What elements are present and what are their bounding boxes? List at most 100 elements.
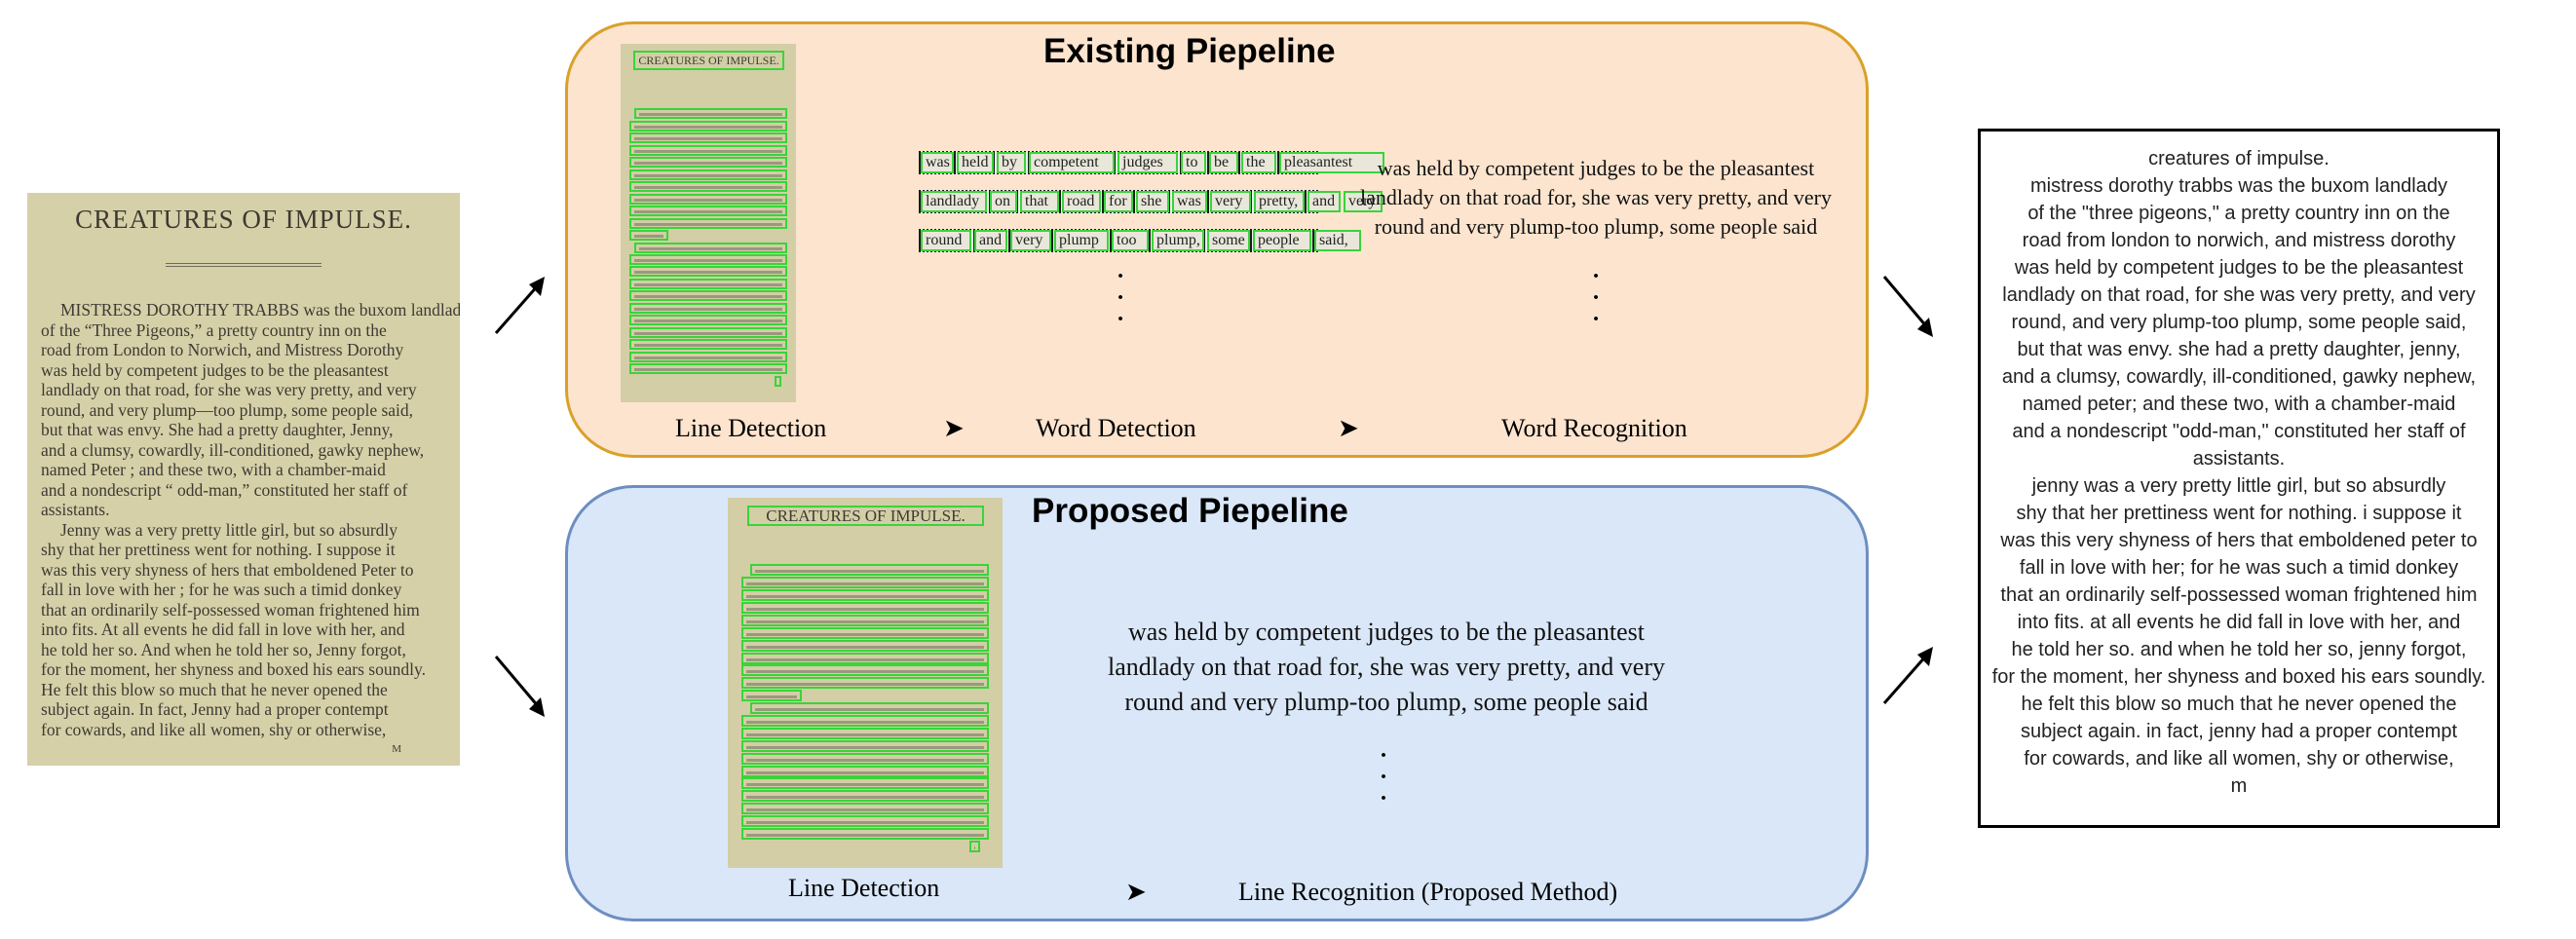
step-word-recognition-label: Word Recognition bbox=[1501, 414, 1687, 442]
detected-line-box bbox=[629, 181, 787, 192]
detected-line-box bbox=[629, 352, 787, 362]
word-box: too bbox=[1112, 230, 1149, 251]
detected-line-box bbox=[629, 339, 787, 350]
detected-line-box bbox=[741, 777, 989, 789]
output-text-line: that an ordinarily self-possessed woman … bbox=[2000, 584, 2478, 606]
detected-line-box bbox=[634, 243, 787, 253]
output-text-line: and a clumsy, cowardly, ill-conditioned,… bbox=[2001, 366, 2477, 388]
detected-line-box bbox=[629, 254, 787, 265]
word-box: be bbox=[1209, 152, 1238, 173]
line-recognition-line: was held by competent judges to be the p… bbox=[1128, 618, 1645, 646]
existing-pipeline-panel: Existing Piepeline CREATURES OF IMPULSE.… bbox=[565, 21, 1869, 458]
existing-line-detection-image: CREATURES OF IMPULSE. bbox=[621, 44, 796, 402]
step-line-detection-label: Line Detection bbox=[788, 874, 940, 902]
arrow-from-existing-icon bbox=[1882, 276, 1933, 337]
detected-line-box bbox=[741, 690, 802, 701]
word-box: held bbox=[957, 152, 994, 173]
detected-line-box bbox=[634, 108, 787, 119]
word-box: very bbox=[1210, 191, 1251, 212]
source-text-line: that an ordinarily self-possessed woman … bbox=[41, 599, 420, 620]
source-text-line: Jenny was a very pretty little girl, but… bbox=[60, 519, 398, 540]
step-line-detection-label: Line Detection bbox=[675, 414, 827, 442]
word-box: for bbox=[1104, 191, 1133, 212]
output-text-line: and a nondescript "odd-man," constituted… bbox=[2012, 421, 2466, 442]
line-recognition-line: round and very plump-too plump, some peo… bbox=[1124, 688, 1648, 716]
source-text-line: for the moment, her shyness and boxed hi… bbox=[41, 659, 426, 679]
proposed-pipeline-title: Proposed Piepeline bbox=[1032, 492, 1348, 530]
output-text-line: round, and very plump-too plump, some pe… bbox=[2011, 312, 2467, 333]
detected-line-box bbox=[629, 327, 787, 338]
detected-line-box bbox=[775, 376, 781, 387]
source-text-line: shy that her prettiness went for nothing… bbox=[41, 540, 396, 559]
detected-line-box bbox=[629, 218, 787, 229]
output-text-line: landlady on that road, for she was very … bbox=[2002, 284, 2476, 306]
source-page-image: CREATURES OF IMPULSE. MISTRESS DOROTHY T… bbox=[27, 193, 460, 766]
output-text-line: into fits. at all events he did fall in … bbox=[2017, 612, 2461, 633]
detected-line-box bbox=[629, 315, 787, 325]
detected-line-box bbox=[629, 279, 787, 289]
source-text-line: M bbox=[392, 743, 401, 755]
output-text-line: for the moment, her shyness and boxed hi… bbox=[1991, 666, 2486, 688]
word-recognition-line: was held by competent judges to be the p… bbox=[1377, 156, 1815, 180]
step-line-recognition-label: Line Recognition (Proposed Method) bbox=[1238, 878, 1618, 906]
source-page-body: MISTRESS DOROTHY TRABBS was the buxom la… bbox=[41, 300, 460, 760]
detected-line-box bbox=[629, 290, 787, 301]
detected-line-box bbox=[741, 715, 989, 727]
detected-line-box bbox=[629, 145, 787, 156]
output-text-line: fall in love with her; for he was such a… bbox=[2019, 557, 2459, 579]
detected-line-box bbox=[741, 664, 989, 676]
source-text-line: landlady on that road, for she was very … bbox=[41, 380, 417, 399]
word-box: people bbox=[1253, 230, 1311, 251]
word-box: the bbox=[1241, 152, 1276, 173]
source-text-line: named Peter ; and these two, with a cham… bbox=[41, 460, 386, 479]
word-box: very bbox=[1344, 191, 1383, 212]
detected-line-box bbox=[741, 677, 989, 689]
source-text-line: for cowards, and like all women, shy or … bbox=[41, 719, 387, 739]
detected-line-box bbox=[629, 303, 787, 314]
step-arrow-icon: ➤ bbox=[943, 414, 965, 442]
word-recognition-line: landlady on that road for, she was very … bbox=[1360, 185, 1832, 209]
output-text-box: creatures of impulse.mistress dorothy tr… bbox=[1978, 129, 2500, 828]
detected-line-box bbox=[969, 841, 980, 852]
word-box: that bbox=[1020, 191, 1059, 212]
output-text-line: named peter; and these two, with a chamb… bbox=[2022, 394, 2456, 415]
word-box: judges bbox=[1118, 152, 1178, 173]
proposed-line-detection-image: CREATURES OF IMPULSE. bbox=[728, 498, 1003, 868]
detected-line-box bbox=[629, 206, 787, 216]
detected-line-box bbox=[750, 564, 989, 576]
detected-line-box bbox=[741, 640, 989, 652]
output-text-line: he told her so. and when he told her so,… bbox=[2011, 639, 2467, 660]
output-text-line: but that was envy. she had a pretty daug… bbox=[2017, 339, 2461, 360]
step-word-detection-label: Word Detection bbox=[1036, 414, 1196, 442]
source-text-line: fall in love with her ; for he was such … bbox=[41, 580, 402, 599]
step-arrow-icon: ➤ bbox=[1338, 414, 1359, 442]
detected-title-box: CREATURES OF IMPULSE. bbox=[747, 506, 984, 526]
detected-line-box bbox=[750, 702, 989, 714]
detected-line-box bbox=[629, 132, 787, 143]
step-arrow-icon: ➤ bbox=[1125, 878, 1147, 906]
word-box: by bbox=[997, 152, 1026, 173]
word-box: to bbox=[1181, 152, 1206, 173]
word-box: landlady bbox=[921, 191, 987, 212]
output-text-line: was held by competent judges to be the p… bbox=[2014, 257, 2464, 279]
source-text-line: was held by competent judges to be the p… bbox=[41, 359, 389, 380]
word-box: she bbox=[1136, 191, 1169, 212]
source-page-title: CREATURES OF IMPULSE. bbox=[75, 205, 412, 234]
output-text-line: was this very shyness of hers that embol… bbox=[2000, 530, 2478, 551]
word-box: some bbox=[1207, 230, 1250, 251]
output-text-line: road from london to norwich, and mistres… bbox=[2022, 230, 2456, 251]
word-box: on bbox=[990, 191, 1017, 212]
source-text-line: was this very shyness of hers that embol… bbox=[41, 559, 414, 580]
detected-line-box bbox=[741, 828, 989, 840]
source-text-line: MISTRESS DOROTHY TRABBS was the buxom la… bbox=[60, 300, 460, 319]
word-box: was bbox=[921, 152, 954, 173]
word-box: pretty, bbox=[1254, 191, 1305, 212]
detected-line-box bbox=[741, 803, 989, 814]
output-text-line: subject again. in fact, jenny had a prop… bbox=[2020, 721, 2458, 742]
detected-line-box bbox=[741, 589, 989, 601]
proposed-pipeline-panel: Proposed Piepeline CREATURES OF IMPULSE.… bbox=[565, 485, 1869, 921]
detected-line-box bbox=[741, 766, 989, 777]
